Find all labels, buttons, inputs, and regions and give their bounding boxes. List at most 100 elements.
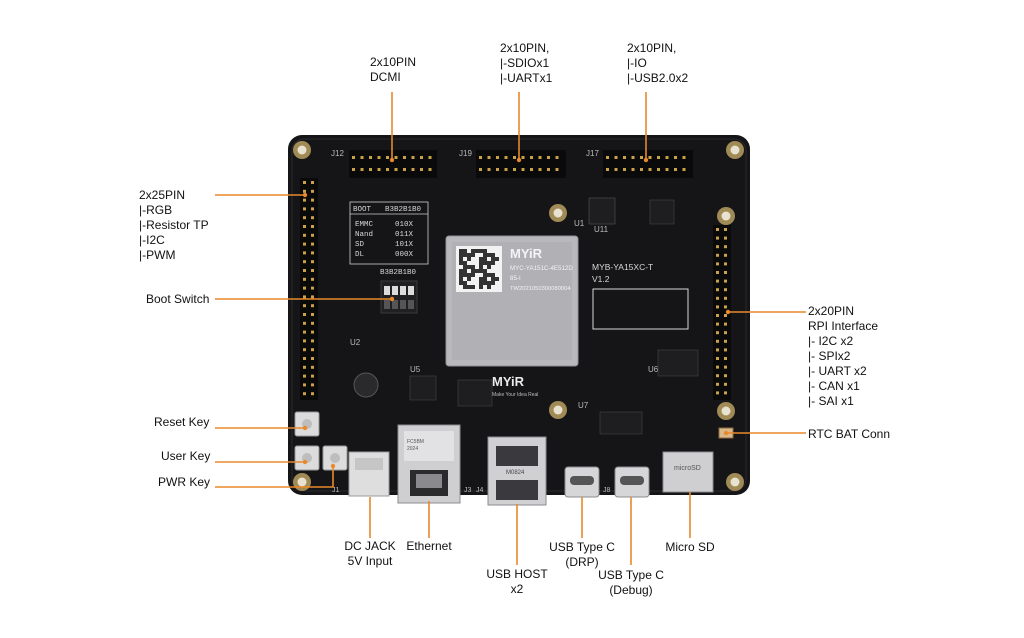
- header-pin: [303, 207, 306, 211]
- header-pin: [303, 181, 306, 184]
- label-pwr-key: PWR Key: [158, 475, 211, 489]
- header-pin: [716, 296, 719, 300]
- qr-cell: [459, 273, 463, 277]
- header-j12: [349, 150, 437, 178]
- boot-switch[interactable]: B3B2B1B0: [380, 269, 418, 314]
- j4-label: J4: [476, 487, 484, 494]
- header-j19: [476, 150, 566, 178]
- qr-cell: [487, 253, 491, 257]
- qr-cell: [459, 261, 463, 265]
- header-pin: [420, 156, 423, 159]
- header-pin: [411, 168, 415, 171]
- header-pin: [403, 156, 406, 159]
- header-pin: [311, 207, 314, 211]
- usb-c-drp-port: [564, 466, 600, 498]
- qr-cell: [467, 273, 471, 277]
- header-pin: [311, 313, 314, 316]
- header-pin: [724, 382, 727, 386]
- header-pin: [311, 277, 314, 281]
- header-pin: [487, 168, 491, 171]
- header-pin: [303, 260, 306, 264]
- qr-cell: [487, 285, 491, 289]
- qr-cell: [471, 273, 475, 277]
- header-pin: [428, 168, 432, 171]
- pwr-key-button[interactable]: [322, 445, 348, 471]
- header-pin: [303, 225, 306, 228]
- header-right-2x20: [713, 225, 731, 400]
- header-pin: [303, 321, 306, 325]
- qr-cell: [467, 285, 471, 289]
- usb-host-port: M0824: [487, 436, 547, 506]
- header-pin: [724, 374, 727, 378]
- qr-cell: [479, 261, 483, 265]
- boot-row-1-code: 010X: [395, 221, 414, 229]
- label-rtc-bat: RTC BAT Conn: [808, 427, 891, 441]
- boot-row-2-code: 011X: [395, 231, 414, 239]
- header-pin: [716, 391, 719, 395]
- qr-cell: [483, 273, 487, 277]
- qr-cell: [463, 249, 467, 253]
- header-pin: [311, 295, 314, 299]
- boot-row-3-code: 101X: [395, 241, 414, 249]
- header-pin: [724, 296, 727, 300]
- j17-label: J17: [586, 149, 599, 158]
- header-pin: [303, 277, 306, 281]
- qr-cell: [487, 265, 491, 269]
- label-rpi-header: 2x20PIN RPI Interface |- I2C x2 |- SPIx2…: [808, 304, 879, 408]
- header-pin: [377, 156, 381, 159]
- header-pin: [479, 168, 482, 171]
- qr-cell: [459, 269, 463, 273]
- header-pin: [665, 156, 669, 159]
- header-pin: [623, 168, 626, 171]
- qr-cell: [467, 265, 471, 269]
- j12-label: J12: [331, 149, 344, 158]
- qr-cell: [463, 261, 467, 265]
- board-brand-sub: Make Your Idea Real: [492, 392, 538, 398]
- user-key-button[interactable]: [294, 445, 320, 471]
- qr-cell: [463, 265, 467, 269]
- header-pin: [303, 304, 306, 308]
- header-pin: [724, 228, 727, 231]
- header-pin: [428, 156, 432, 159]
- board-version: V1.2: [592, 274, 610, 284]
- j1-label: J1: [332, 487, 340, 494]
- label-ethernet: Ethernet: [406, 539, 452, 553]
- reset-key-button[interactable]: [294, 411, 320, 437]
- header-pin: [606, 168, 609, 171]
- header-pin: [716, 228, 719, 231]
- header-pin: [386, 168, 389, 171]
- qr-cell: [463, 273, 467, 277]
- header-pin: [682, 168, 686, 171]
- u5-label: U5: [410, 365, 421, 374]
- header-pin: [724, 357, 727, 360]
- header-pin: [674, 156, 677, 159]
- header-pin: [724, 339, 727, 343]
- header-pin: [303, 383, 306, 387]
- label-micro-sd: Micro SD: [665, 540, 715, 554]
- header-pin: [311, 269, 314, 272]
- boot-code: B3B2B1B0: [385, 206, 422, 214]
- header-pin: [311, 233, 314, 237]
- u2-label: U2: [350, 338, 361, 347]
- header-pin: [657, 156, 660, 159]
- qr-cell: [467, 257, 471, 261]
- header-pin: [530, 156, 533, 159]
- header-pin: [724, 348, 727, 352]
- boot-switch-code: B3B2B1B0: [380, 269, 417, 277]
- header-pin: [311, 348, 314, 352]
- qr-cell: [479, 281, 483, 285]
- qr-cell: [471, 249, 475, 253]
- header-pin: [614, 156, 618, 159]
- boot-row-3-mode: SD: [355, 241, 365, 249]
- header-pin: [724, 245, 727, 249]
- label-user-key: User Key: [161, 449, 211, 463]
- u6-label: U6: [648, 365, 659, 374]
- boot-title: BOOT: [353, 206, 372, 214]
- header-pin: [352, 156, 355, 159]
- header-pin: [716, 331, 719, 335]
- header-pin: [303, 392, 306, 396]
- j19-label: J19: [459, 149, 472, 158]
- header-pin: [311, 383, 314, 387]
- qr-cell: [487, 261, 491, 265]
